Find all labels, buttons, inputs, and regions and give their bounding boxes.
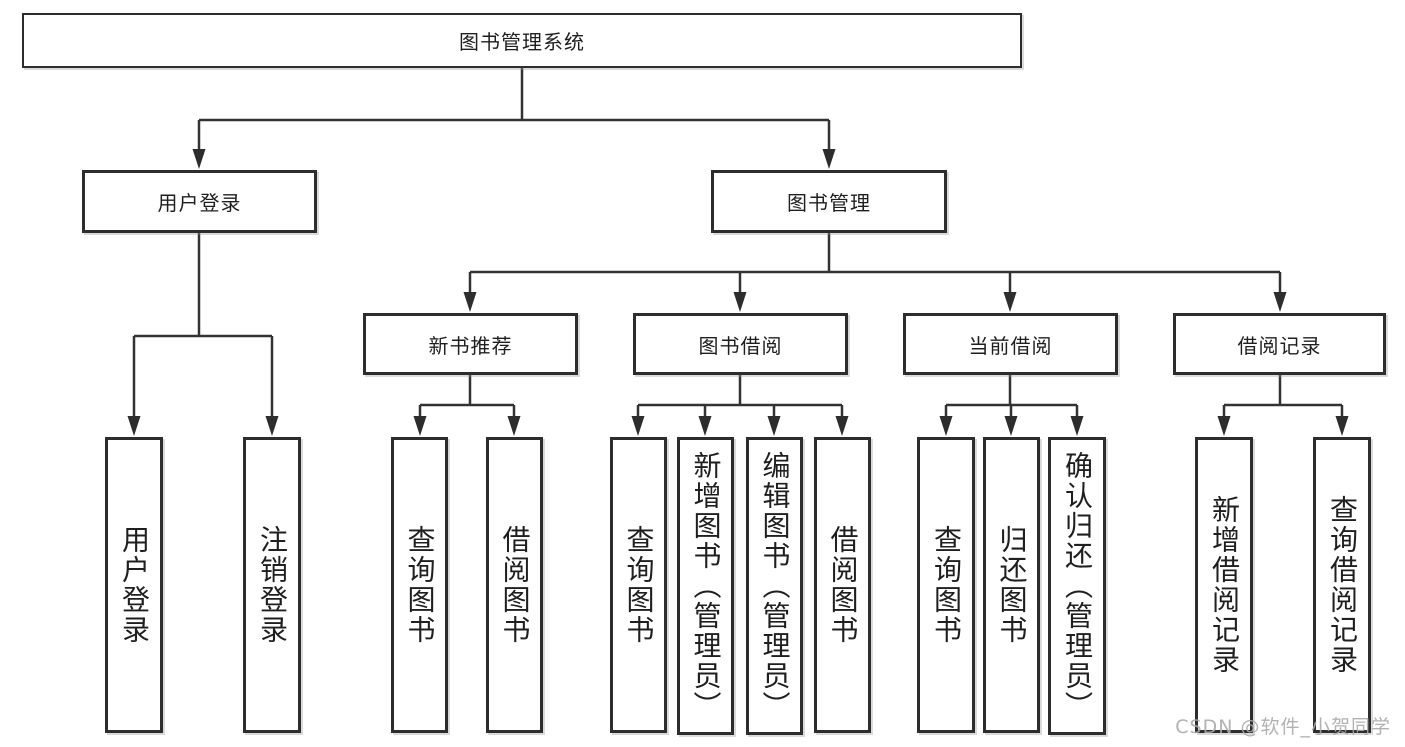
leaf-return-book: 归还图书 bbox=[983, 437, 1040, 733]
node-new-book-recommend-label: 新书推荐 bbox=[428, 333, 513, 358]
leaf-query-book-1: 查询图书 bbox=[391, 437, 448, 733]
node-new-book-recommend: 新书推荐 bbox=[363, 313, 578, 375]
node-root-label: 图书管理系统 bbox=[459, 30, 585, 54]
leaf-label: 查询图书 bbox=[622, 525, 656, 645]
node-root: 图书管理系统 bbox=[22, 13, 1022, 68]
leaf-label: 新增图书（管理员） bbox=[689, 451, 723, 721]
leaf-logout: 注销登录 bbox=[243, 437, 301, 733]
csdn-watermark: CSDN @软件_小贺同学 bbox=[1175, 716, 1391, 738]
node-book-management-label: 图书管理 bbox=[787, 191, 871, 215]
leaf-label: 查询图书 bbox=[403, 525, 437, 645]
leaf-add-book-admin: 新增图书（管理员） bbox=[677, 437, 734, 735]
node-current-borrow-label: 当前借阅 bbox=[968, 333, 1053, 358]
node-current-borrow: 当前借阅 bbox=[903, 313, 1118, 375]
node-user-login: 用户登录 bbox=[82, 170, 317, 233]
leaf-query-borrow-record: 查询借阅记录 bbox=[1313, 437, 1371, 733]
leaf-label: 编辑图书（管理员） bbox=[758, 451, 792, 721]
leaf-label: 用户登录 bbox=[118, 525, 151, 645]
leaf-query-book-3: 查询图书 bbox=[917, 437, 975, 733]
node-book-borrow-label: 图书借阅 bbox=[698, 333, 783, 358]
leaf-borrow-book-1: 借阅图书 bbox=[486, 437, 543, 733]
node-book-management: 图书管理 bbox=[711, 170, 947, 233]
node-user-login-label: 用户登录 bbox=[157, 191, 242, 215]
leaf-label: 新增借阅记录 bbox=[1208, 495, 1241, 675]
leaf-label: 确认归还（管理员） bbox=[1061, 451, 1094, 721]
node-book-borrow: 图书借阅 bbox=[633, 313, 848, 375]
leaf-user-login: 用户登录 bbox=[105, 437, 163, 733]
leaf-edit-book-admin: 编辑图书（管理员） bbox=[746, 437, 803, 735]
leaf-query-book-2: 查询图书 bbox=[610, 437, 667, 733]
leaf-label: 查询图书 bbox=[930, 525, 963, 645]
leaf-add-borrow-record: 新增借阅记录 bbox=[1195, 437, 1253, 733]
leaf-label: 注销登录 bbox=[256, 525, 289, 645]
leaf-label: 借阅图书 bbox=[498, 525, 532, 645]
leaf-label: 查询借阅记录 bbox=[1326, 495, 1359, 675]
leaf-label: 借阅图书 bbox=[826, 525, 860, 645]
leaf-label: 归还图书 bbox=[995, 525, 1029, 645]
leaf-confirm-return-admin: 确认归还（管理员） bbox=[1048, 437, 1106, 735]
node-borrow-records-label: 借阅记录 bbox=[1237, 333, 1322, 358]
leaf-borrow-book-2: 借阅图书 bbox=[814, 437, 871, 733]
node-borrow-records: 借阅记录 bbox=[1173, 313, 1386, 375]
